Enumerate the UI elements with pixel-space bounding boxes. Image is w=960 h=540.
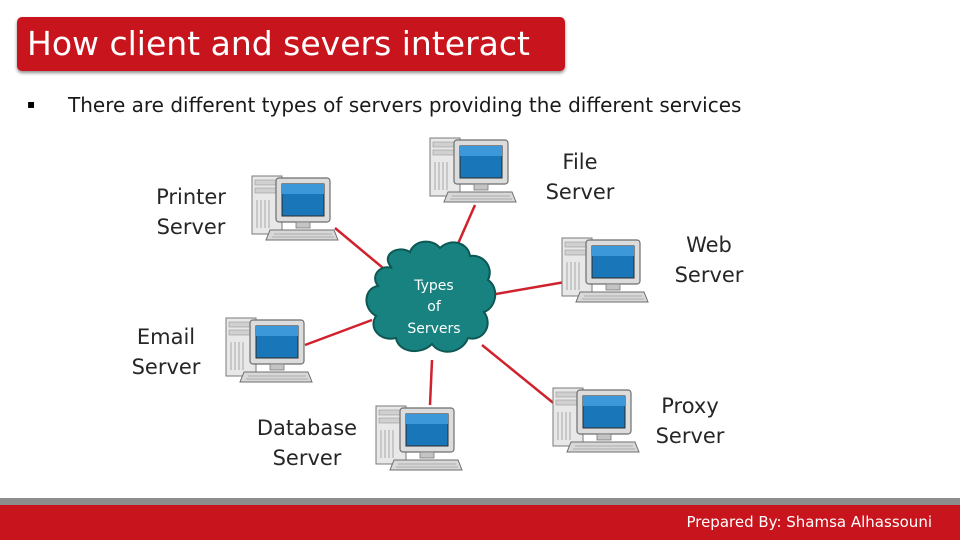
- cloud-hub-icon: [365, 240, 497, 353]
- bullet-marker: ▪: [27, 97, 36, 111]
- cloud-label-line-1: Types: [413, 278, 453, 294]
- cloud-label-line-2: of: [427, 299, 442, 315]
- title-banner: [17, 17, 565, 71]
- email-server-label-line-2: Server: [132, 355, 201, 379]
- web-server-label-line-2: Server: [675, 263, 744, 287]
- connector-proxy: [481, 344, 563, 411]
- printer-server-label-line-1: Printer: [156, 185, 226, 209]
- file-server-icon: [429, 137, 517, 203]
- connector-email: [304, 318, 373, 347]
- connector-database: [428, 359, 434, 406]
- file-server-label-line-2: Server: [546, 180, 615, 204]
- proxy-server-label-line-2: Server: [656, 424, 725, 448]
- connector-web: [489, 280, 566, 297]
- footer-credit: Prepared By: Shamsa Alhassouni: [686, 513, 932, 531]
- cloud-label-line-3: Servers: [407, 321, 460, 337]
- footer-bar: [0, 505, 960, 540]
- proxy-server-icon: [552, 387, 640, 453]
- database-server-label-line-1: Database: [257, 416, 357, 440]
- slide-title: How client and severs interact: [27, 24, 530, 63]
- database-server-icon: [375, 405, 463, 471]
- printer-server-label-line-2: Server: [157, 215, 226, 239]
- footer-divider: [0, 498, 960, 505]
- server-types-diagram: Types of Servers Printer Server File Ser…: [132, 137, 744, 471]
- email-server-label-line-1: Email: [137, 325, 195, 349]
- database-server-label-line-2: Server: [273, 446, 342, 470]
- web-server-icon: [561, 237, 649, 303]
- bullet-text: There are different types of servers pro…: [68, 93, 742, 117]
- file-server-label-line-1: File: [562, 150, 597, 174]
- printer-server-icon: [251, 175, 339, 241]
- proxy-server-label-line-1: Proxy: [661, 394, 719, 418]
- email-server-icon: [225, 317, 313, 383]
- web-server-label-line-1: Web: [686, 233, 732, 257]
